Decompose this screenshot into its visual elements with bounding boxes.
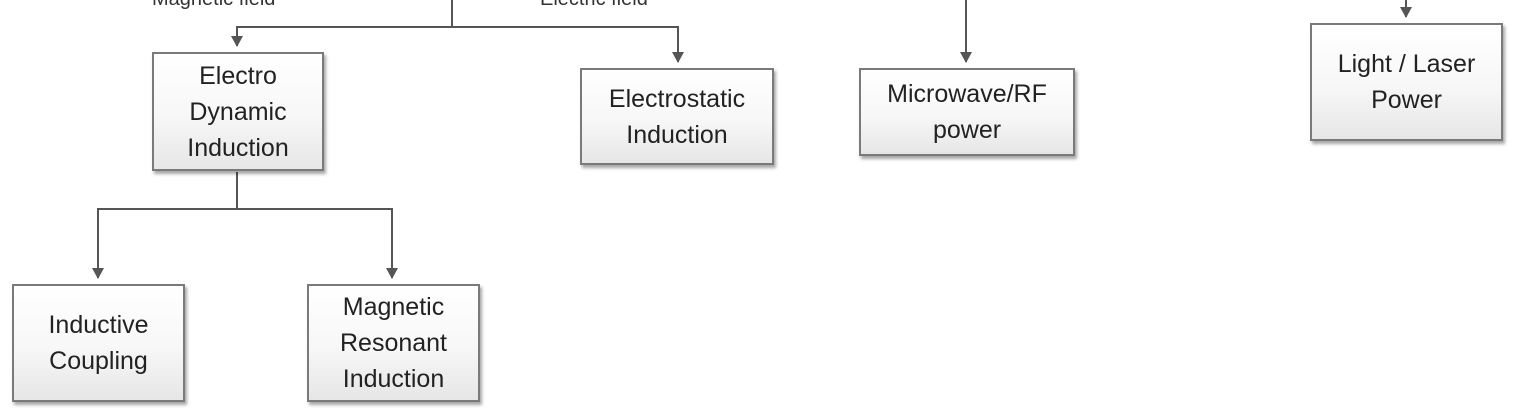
node-inductive-coupling: Inductive Coupling (12, 284, 185, 402)
node-microwave-rf-power: Microwave/RF power (859, 68, 1075, 156)
node-electro-dynamic-induction: Electro Dynamic Induction (152, 52, 324, 171)
connector-to-electrostatic (452, 26, 684, 63)
node-magnetic-resonant-induction: Magnetic Resonant Induction (307, 284, 480, 402)
edge-label-magnetic-field: Magnetic field (152, 0, 275, 9)
edge-label-electric-field: Electric field (540, 0, 648, 9)
node-electrostatic-induction: Electrostatic Induction (580, 68, 774, 165)
node-light-laser-power: Light / Laser Power (1310, 23, 1503, 141)
connector-to-electro-dynamic (231, 26, 678, 47)
connector-to-inductive-coupling (92, 208, 392, 279)
connector-to-magnetic-resonant (237, 208, 398, 279)
